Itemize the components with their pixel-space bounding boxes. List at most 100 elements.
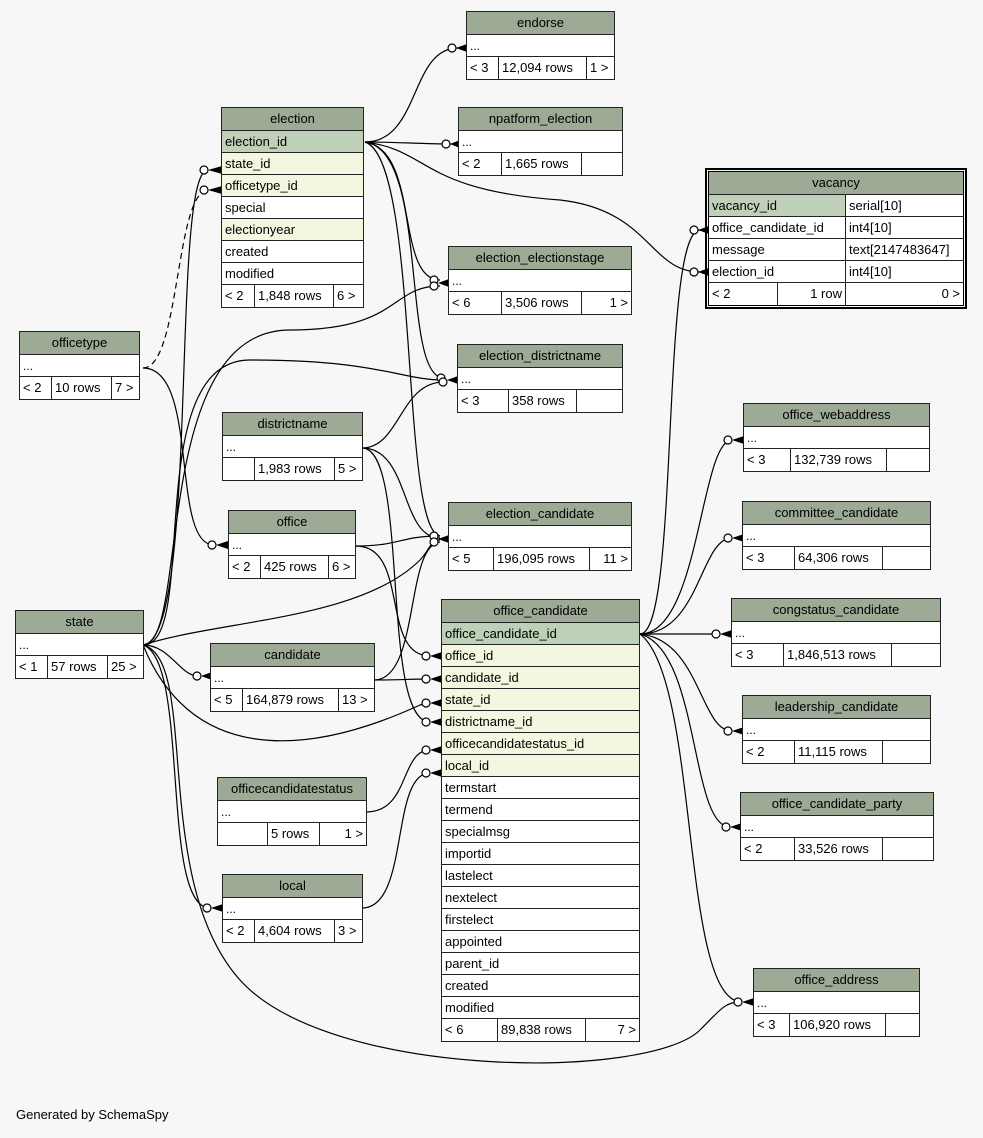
table-office-candidate[interactable]: office_candidate office_candidate_id off…	[441, 599, 640, 1042]
table-office[interactable]: office ... < 2 425 rows 6 >	[228, 510, 356, 579]
table-leadership-candidate[interactable]: leadership_candidate ... < 2 11,115 rows	[742, 695, 931, 764]
table-congstatus-candidate[interactable]: congstatus_candidate ... < 3 1,846,513 r…	[731, 598, 941, 667]
parents-count[interactable]: < 3	[735, 647, 754, 662]
crowfoot-arrow	[216, 541, 228, 549]
children-count[interactable]	[891, 644, 940, 666]
children-count[interactable]: 6 >	[328, 556, 355, 578]
parents-count[interactable]: < 5	[452, 551, 471, 566]
parents-count[interactable]: < 5	[214, 692, 233, 707]
table-local[interactable]: local ... < 2 4,604 rows 3 >	[222, 874, 363, 943]
children-count[interactable]: 25 >	[107, 656, 143, 678]
table-header[interactable]: districtname	[223, 413, 362, 436]
children-count[interactable]	[882, 547, 930, 569]
table-npatform-election[interactable]: npatform_election ... < 2 1,665 rows	[458, 107, 623, 176]
table-footer: < 5 164,879 rows 13 >	[211, 689, 374, 711]
table-election[interactable]: election election_id state_id officetype…	[221, 107, 364, 308]
table-officetype[interactable]: officetype ... < 2 10 rows 7 >	[19, 331, 140, 400]
table-office-address[interactable]: office_address ... < 3 106,920 rows	[753, 968, 920, 1037]
table-committee-candidate[interactable]: committee_candidate ... < 3 64,306 rows	[742, 501, 931, 570]
children-count[interactable]: 6 >	[333, 285, 363, 307]
table-header[interactable]: office_webaddress	[744, 404, 929, 427]
crowfoot-circle	[199, 165, 209, 175]
parents-count[interactable]: < 2	[746, 744, 765, 759]
table-summary: ...	[20, 355, 139, 377]
table-footer: < 2 425 rows 6 >	[229, 556, 355, 578]
parents-count[interactable]: < 3	[746, 550, 765, 565]
parents-count[interactable]: < 2	[23, 380, 42, 395]
table-header[interactable]: leadership_candidate	[743, 696, 930, 719]
children-count[interactable]: 5 >	[334, 458, 362, 480]
table-header[interactable]: election_electionstage	[449, 247, 631, 270]
table-header[interactable]: vacancy	[709, 172, 963, 195]
table-header[interactable]: committee_candidate	[743, 502, 930, 525]
table-header[interactable]: state	[16, 611, 143, 634]
children-count[interactable]: 3 >	[334, 920, 362, 942]
table-header[interactable]: congstatus_candidate	[732, 599, 940, 622]
row-count: 132,739 rows	[790, 449, 886, 471]
children-count[interactable]: 13 >	[338, 689, 374, 711]
children-count[interactable]	[885, 1014, 919, 1036]
children-count[interactable]	[886, 449, 929, 471]
children-count[interactable]: 7 >	[585, 1019, 639, 1041]
parents-count[interactable]: < 1	[19, 659, 38, 674]
parents-count[interactable]: < 3	[757, 1017, 776, 1032]
row-count: 1,983 rows	[254, 458, 334, 480]
table-header[interactable]: officetype	[20, 332, 139, 355]
children-count[interactable]	[581, 153, 622, 175]
children-count[interactable]: 7 >	[111, 377, 139, 399]
table-office-webaddress[interactable]: office_webaddress ... < 3 132,739 rows	[743, 403, 930, 472]
parents-count[interactable]: < 3	[470, 60, 489, 75]
table-header[interactable]: npatform_election	[459, 108, 622, 131]
edge-oc-committee	[639, 537, 733, 635]
parents-count[interactable]: < 2	[462, 156, 481, 171]
parents-count[interactable]: < 2	[712, 286, 731, 301]
table-header[interactable]: election	[222, 108, 363, 131]
children-count[interactable]: 0 >	[845, 283, 963, 305]
table-header[interactable]: local	[223, 875, 362, 898]
children-count[interactable]: 1 >	[319, 823, 366, 845]
children-count[interactable]	[882, 838, 933, 860]
table-header[interactable]: endorse	[467, 12, 614, 35]
table-candidate[interactable]: candidate ... < 5 164,879 rows 13 >	[210, 643, 375, 712]
parents-count[interactable]: < 2	[225, 288, 244, 303]
table-header[interactable]: election_districtname	[458, 345, 622, 368]
table-state[interactable]: state ... < 1 57 rows 25 >	[15, 610, 144, 679]
table-header[interactable]: officecandidatestatus	[218, 778, 366, 801]
table-election-candidate[interactable]: election_candidate ... < 5 196,095 rows …	[448, 502, 632, 571]
table-header[interactable]: office_candidate_party	[741, 793, 933, 816]
table-summary: ...	[744, 427, 929, 449]
table-header[interactable]: office_address	[754, 969, 919, 992]
table-endorse[interactable]: endorse ... < 3 12,094 rows 1 >	[466, 11, 615, 80]
table-election-districtname[interactable]: election_districtname ... < 3 358 rows	[457, 344, 623, 413]
table-header[interactable]: election_candidate	[449, 503, 631, 526]
parents-count[interactable]: < 3	[747, 452, 766, 467]
children-count[interactable]	[576, 390, 622, 412]
edge-officetype-office	[142, 367, 215, 546]
parents-count[interactable]: < 6	[445, 1022, 464, 1037]
table-districtname[interactable]: districtname ... 1,983 rows 5 >	[222, 412, 363, 481]
parents-count[interactable]	[223, 458, 254, 480]
crowfoot-circle	[733, 997, 743, 1007]
parents-count[interactable]: < 2	[226, 923, 245, 938]
children-count[interactable]: 1 >	[581, 292, 631, 314]
table-election-electionstage[interactable]: election_electionstage ... < 6 3,506 row…	[448, 246, 632, 315]
table-header[interactable]: office_candidate	[442, 600, 639, 623]
children-count[interactable]: 1 >	[586, 57, 614, 79]
parents-count[interactable]: < 2	[232, 559, 251, 574]
parents-count[interactable]	[218, 823, 267, 845]
table-header[interactable]: office	[229, 511, 355, 534]
column-row: election_id	[222, 131, 363, 153]
parents-count[interactable]: < 2	[744, 841, 763, 856]
table-summary: ...	[743, 525, 930, 547]
table-header[interactable]: candidate	[211, 644, 374, 667]
children-count[interactable]	[882, 741, 930, 763]
table-office-candidate-party[interactable]: office_candidate_party ... < 2 33,526 ro…	[740, 792, 934, 861]
edge-oc-leadership	[639, 633, 733, 732]
column-row: vacancy_id serial[10]	[709, 195, 963, 217]
table-officecandidatestatus[interactable]: officecandidatestatus ... 5 rows 1 >	[217, 777, 367, 846]
table-vacancy[interactable]: vacancy vacancy_id serial[10] office_can…	[705, 168, 967, 309]
children-count[interactable]: 11 >	[589, 548, 631, 570]
crowfoot-circle	[421, 768, 431, 778]
parents-count[interactable]: < 6	[452, 295, 471, 310]
parents-count[interactable]: < 3	[461, 393, 480, 408]
